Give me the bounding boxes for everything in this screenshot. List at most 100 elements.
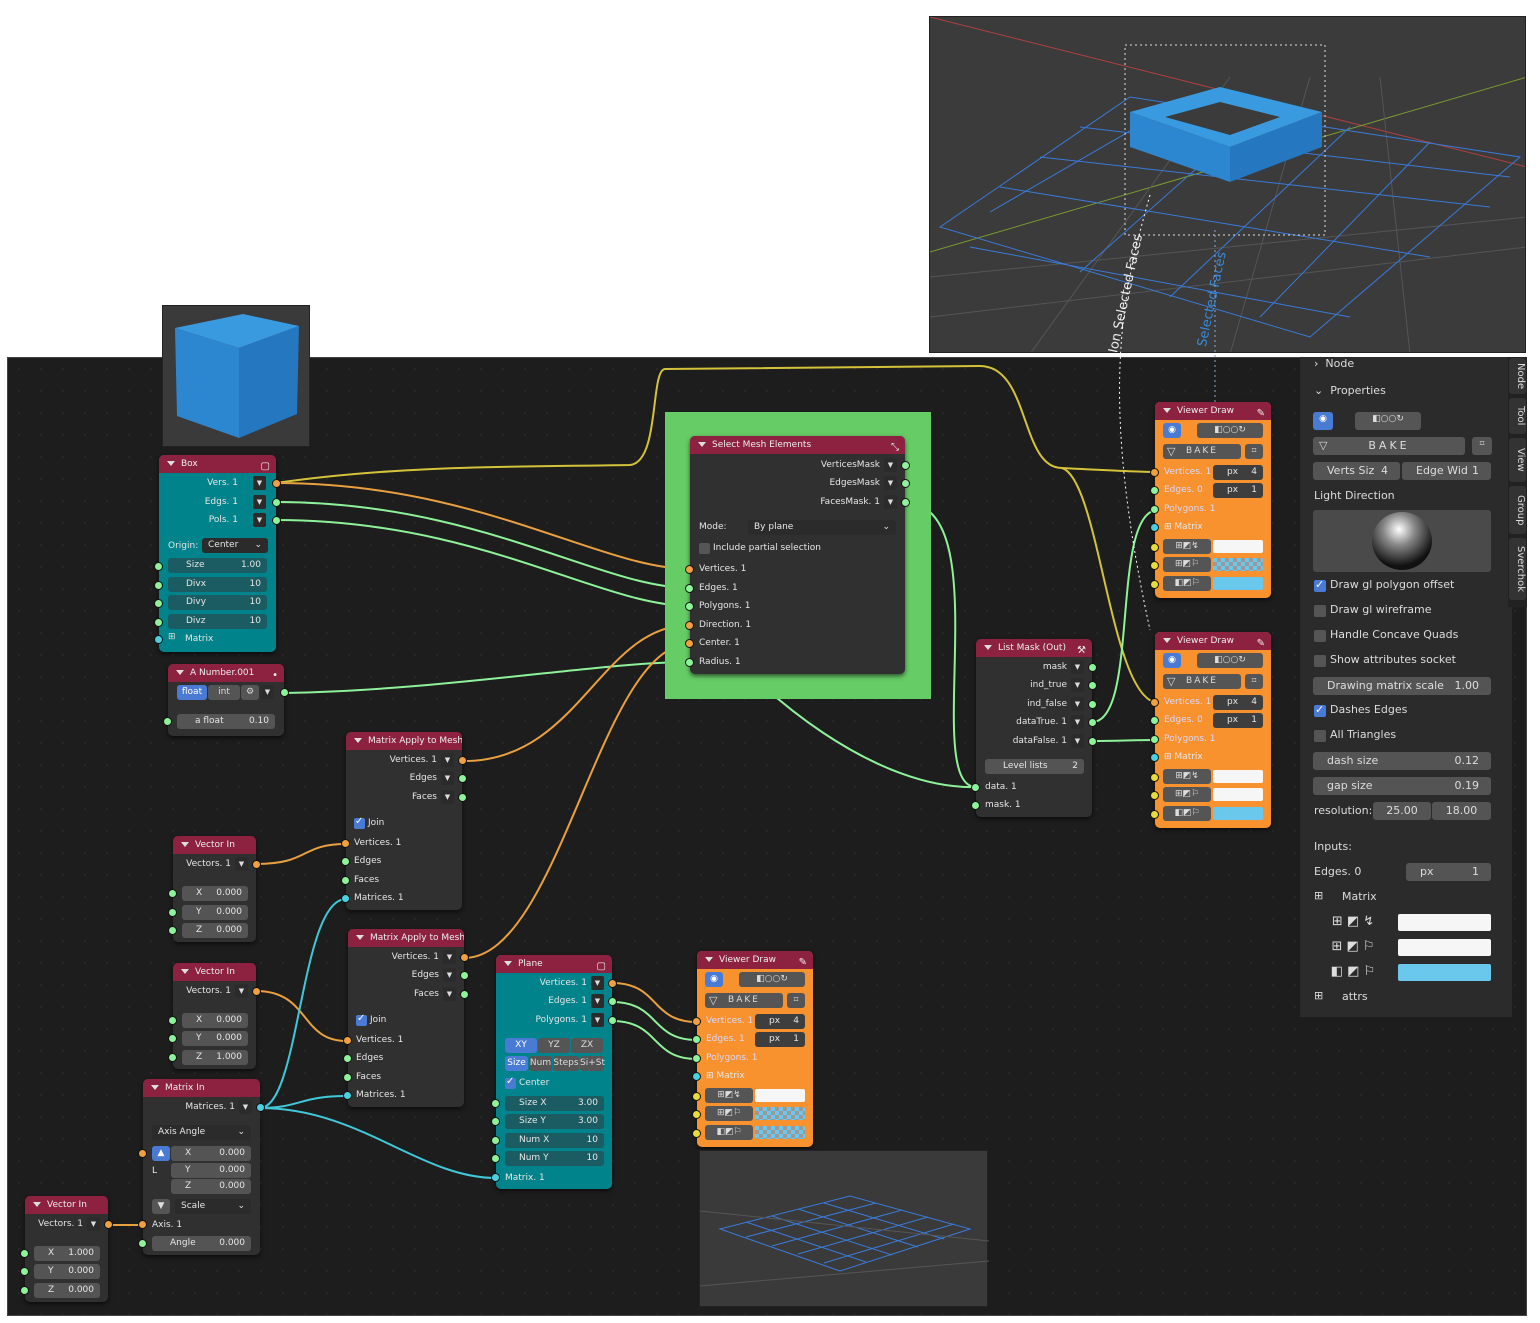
matrix-in-mode-select[interactable]: Axis Angle⌄ <box>152 1125 251 1140</box>
matrix-apply-1-out-socket-1[interactable] <box>458 756 467 765</box>
matrix-apply-node-1[interactable]: Matrix Apply to Mesh Vertices. 1 ▼ Edges… <box>341 732 467 910</box>
viewer-draw-2-socket-5[interactable] <box>1150 773 1159 782</box>
properties-panel-header[interactable]: ⌄ Properties <box>1314 384 1386 397</box>
vector-in-2-dropdown[interactable]: ▼ <box>235 984 248 998</box>
gear-icon[interactable]: ⚙ <box>241 685 259 700</box>
vector-in-3-y-socket[interactable] <box>20 1267 29 1276</box>
edge-color-icons[interactable]: ⊞◩⚐ <box>1163 787 1211 802</box>
list-mask-in-socket-1[interactable] <box>971 783 980 792</box>
plane-numy-socket[interactable] <box>491 1154 500 1163</box>
plane-num-button[interactable]: Num <box>529 1056 552 1071</box>
matrix-apply-2-header[interactable]: Matrix Apply to Mesh <box>348 929 464 947</box>
select-mesh-in-socket-3[interactable] <box>685 602 694 611</box>
face-color-swatch[interactable] <box>1213 577 1263 590</box>
edge-color-swatch[interactable] <box>1213 558 1263 571</box>
list-mask-dd-1[interactable]: ▼ <box>1071 660 1084 674</box>
vertex-color-icons[interactable]: ⊞ ◩ ↯ <box>1331 914 1375 929</box>
list-mask-out-socket-2[interactable] <box>1088 681 1097 690</box>
matrix-apply-2-dd-3[interactable]: ▼ <box>443 987 456 1001</box>
box-origin-select[interactable]: Center⌄ <box>202 538 268 553</box>
list-mask-dd-2[interactable]: ▼ <box>1071 678 1084 692</box>
list-mask-header[interactable]: List Mask (Out)⚒ <box>976 639 1092 657</box>
face-color-icons[interactable]: ◧◩⚐ <box>705 1125 753 1140</box>
viewer-draw-1-socket-5[interactable] <box>1150 543 1159 552</box>
a-number-out-socket[interactable] <box>280 688 289 697</box>
a-number-dropdown[interactable]: ▼ <box>261 685 274 699</box>
tab-sverchok[interactable]: Sverchok <box>1509 538 1526 600</box>
list-mask-dd-5[interactable]: ▼ <box>1071 734 1084 748</box>
matrix-apply-1-in-socket-3[interactable] <box>341 876 350 885</box>
viewer-draw-3-socket-7[interactable] <box>692 1129 701 1138</box>
vertex-color-icons[interactable]: ⊞◩↯ <box>1163 769 1211 784</box>
box-vers-dropdown[interactable]: ▼ <box>253 476 266 490</box>
plane-numx-socket[interactable] <box>491 1136 500 1145</box>
panel-bake-button[interactable]: ▽BAKE <box>1313 437 1465 455</box>
viewer-draw-3-socket-4[interactable] <box>692 1072 701 1081</box>
matrix-apply-2-join-checkbox[interactable] <box>356 1013 367 1026</box>
plane-dd-1[interactable]: ▼ <box>591 976 604 990</box>
plane-out-socket-1[interactable] <box>608 979 617 988</box>
plane-dd-3[interactable]: ▼ <box>591 1013 604 1027</box>
vector-in-3-header[interactable]: Vector In <box>25 1196 108 1214</box>
vector-in-2-header[interactable]: Vector In <box>173 963 256 981</box>
tab-node[interactable]: Node <box>1509 358 1526 394</box>
light-direction-sphere[interactable] <box>1313 510 1491 572</box>
face-color-swatch[interactable] <box>1213 807 1263 820</box>
select-mesh-dd-2[interactable]: ▼ <box>884 476 897 490</box>
plane-xy-button[interactable]: XY <box>505 1038 537 1053</box>
list-mask-out-socket-5[interactable] <box>1088 737 1097 746</box>
plane-out-socket-2[interactable] <box>608 997 617 1006</box>
list-mask-dd-3[interactable]: ▼ <box>1071 697 1084 711</box>
select-mesh-in-socket-1[interactable] <box>685 565 694 574</box>
viewer-draw-2-header[interactable]: Viewer Draw✎ <box>1155 632 1271 650</box>
matrix-in-dropdown[interactable]: ▼ <box>239 1100 252 1114</box>
matrix-apply-2-in-socket-3[interactable] <box>343 1073 352 1082</box>
viewer-draw-3-socket-1[interactable] <box>692 1017 701 1026</box>
panel-vertex-color[interactable] <box>1398 914 1491 931</box>
edge-color-swatch[interactable] <box>1213 788 1263 801</box>
select-mesh-mode-select[interactable]: By plane⌄ <box>748 520 896 535</box>
wireframe-checkbox[interactable] <box>1314 605 1326 617</box>
viewer-draw-1-header[interactable]: Viewer Draw✎ <box>1155 402 1271 420</box>
matrix-apply-2-in-socket-4[interactable] <box>343 1091 352 1100</box>
viewer-draw-1-socket-2[interactable] <box>1150 486 1159 495</box>
vertex-color-icons[interactable]: ⊞◩↯ <box>1163 539 1211 554</box>
box-edgs-socket[interactable] <box>272 498 281 507</box>
viewer-draw-3-socket-3[interactable] <box>692 1054 701 1063</box>
partial-selection-checkbox[interactable] <box>699 543 710 554</box>
edge-color-icons[interactable]: ⊞ ◩ ⚐ <box>1331 939 1375 954</box>
viewer-draw-1-socket-3[interactable] <box>1150 505 1159 514</box>
face-color-swatch[interactable] <box>755 1126 805 1139</box>
polygon-offset-checkbox[interactable] <box>1314 578 1326 592</box>
viewer-draw-2-socket-1[interactable] <box>1150 698 1159 707</box>
plane-size-button[interactable]: Size <box>505 1056 528 1071</box>
edge-color-swatch[interactable] <box>755 1107 805 1120</box>
list-mask-out-socket-4[interactable] <box>1088 718 1097 727</box>
select-mesh-in-socket-6[interactable] <box>685 658 694 667</box>
matrix-in-scale-select[interactable]: Scale⌄ <box>175 1199 251 1214</box>
select-mesh-in-socket-5[interactable] <box>685 639 694 648</box>
select-mesh-dd-1[interactable]: ▼ <box>884 458 897 472</box>
viewer-draw-node-3[interactable]: Viewer Draw✎ ◉ ◧○○↻ ▽BAKE ⌗ Vertices. 1 … <box>692 951 813 1147</box>
select-mesh-dd-3[interactable]: ▼ <box>884 495 897 509</box>
select-mesh-out-socket-3[interactable] <box>901 498 910 507</box>
plane-sizey-socket[interactable] <box>491 1117 500 1126</box>
viewer-draw-3-bake-button[interactable]: ▽BAKE <box>705 993 783 1008</box>
list-mask-in-socket-2[interactable] <box>971 801 980 810</box>
matrix-apply-2-in-socket-2[interactable] <box>343 1054 352 1063</box>
resolution-x-field[interactable]: 25.00 <box>1373 802 1431 820</box>
select-mesh-out-socket-1[interactable] <box>901 461 910 470</box>
